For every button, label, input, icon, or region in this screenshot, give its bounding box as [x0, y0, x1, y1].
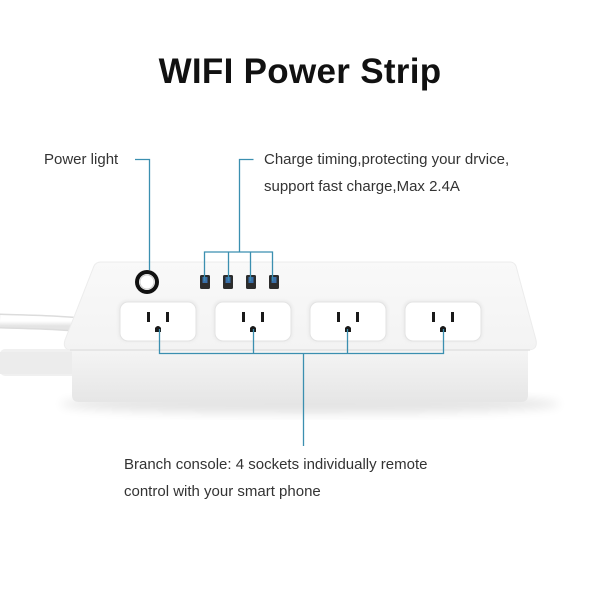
- usb-port-4[interactable]: [269, 275, 279, 289]
- charge-callout-line-2: support fast charge,Max 2.4A: [264, 178, 460, 195]
- charge-callout-label: Charge timing,protecting your drvice, su…: [264, 146, 509, 200]
- power-light-leader: [135, 158, 151, 270]
- page-title: WIFI Power Strip: [158, 52, 442, 91]
- branch-callout-line-1: Branch console: 4 sockets individually r…: [124, 456, 428, 473]
- usb-bracket: [203, 251, 274, 281]
- outlet-bracket: [158, 329, 445, 355]
- branch-callout-line-2: control with your smart phone: [124, 483, 321, 500]
- power-light-text: Power light: [44, 151, 119, 168]
- charge-leader: [238, 158, 254, 252]
- outlet-1[interactable]: [118, 300, 198, 342]
- callout-lines: [135, 158, 445, 446]
- charge-callout-line-1: Charge timing,protecting your drvice,: [264, 151, 510, 168]
- power-button[interactable]: [135, 270, 159, 294]
- branch-callout-label: Branch console: 4 sockets individually r…: [124, 451, 428, 505]
- outlet-2[interactable]: [213, 300, 293, 342]
- outlet-3[interactable]: [308, 300, 388, 342]
- power-light-label: Power light: [44, 146, 118, 173]
